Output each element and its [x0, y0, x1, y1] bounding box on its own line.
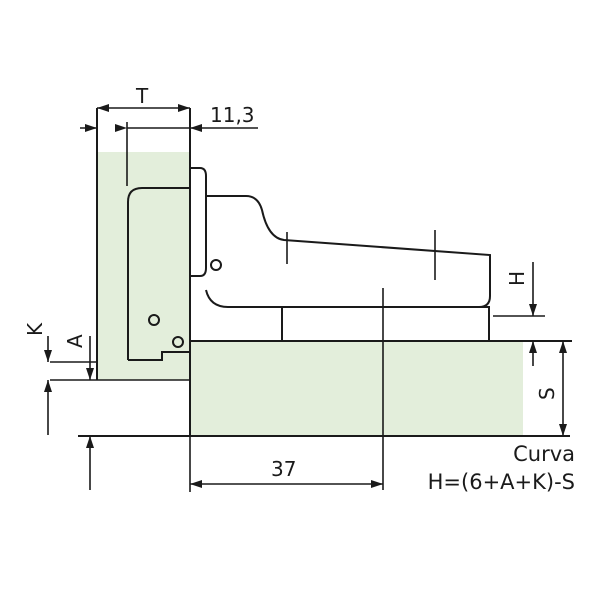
- dimension-H-label: H: [505, 271, 529, 286]
- note-line-1: Curva: [513, 442, 575, 466]
- dimension-A-label: A: [63, 334, 87, 348]
- note-formula: H=(6+A+K)-S: [428, 470, 575, 494]
- dimension-T-label: T: [135, 84, 149, 108]
- rivet-1-icon: [210, 259, 222, 271]
- dimension-11-3: 11,3: [80, 103, 258, 132]
- dimension-T: T: [97, 84, 190, 186]
- cabinet-side-fill: [190, 341, 523, 435]
- dimension-11-3-label: 11,3: [210, 103, 255, 127]
- dimension-S-label: S: [535, 387, 559, 400]
- dimension-K: K: [23, 322, 52, 435]
- dimension-A: A: [63, 334, 94, 490]
- rivet-2-icon: [148, 314, 160, 326]
- dimension-37: 37: [189, 436, 383, 492]
- rivet-3-icon: [172, 336, 184, 348]
- hinge-arm: [205, 195, 491, 308]
- dimension-K-label: K: [23, 322, 47, 336]
- hinge: [127, 167, 491, 490]
- dimension-37-label: 37: [271, 457, 296, 481]
- hinge-cup: [127, 187, 190, 360]
- door-panel-fill: [97, 152, 190, 380]
- hinge-cup-base: [128, 351, 190, 361]
- dimension-S: S: [530, 340, 572, 436]
- hinge-flange: [190, 167, 207, 277]
- dimension-H: H: [493, 262, 545, 366]
- mounting-plate: [281, 306, 490, 342]
